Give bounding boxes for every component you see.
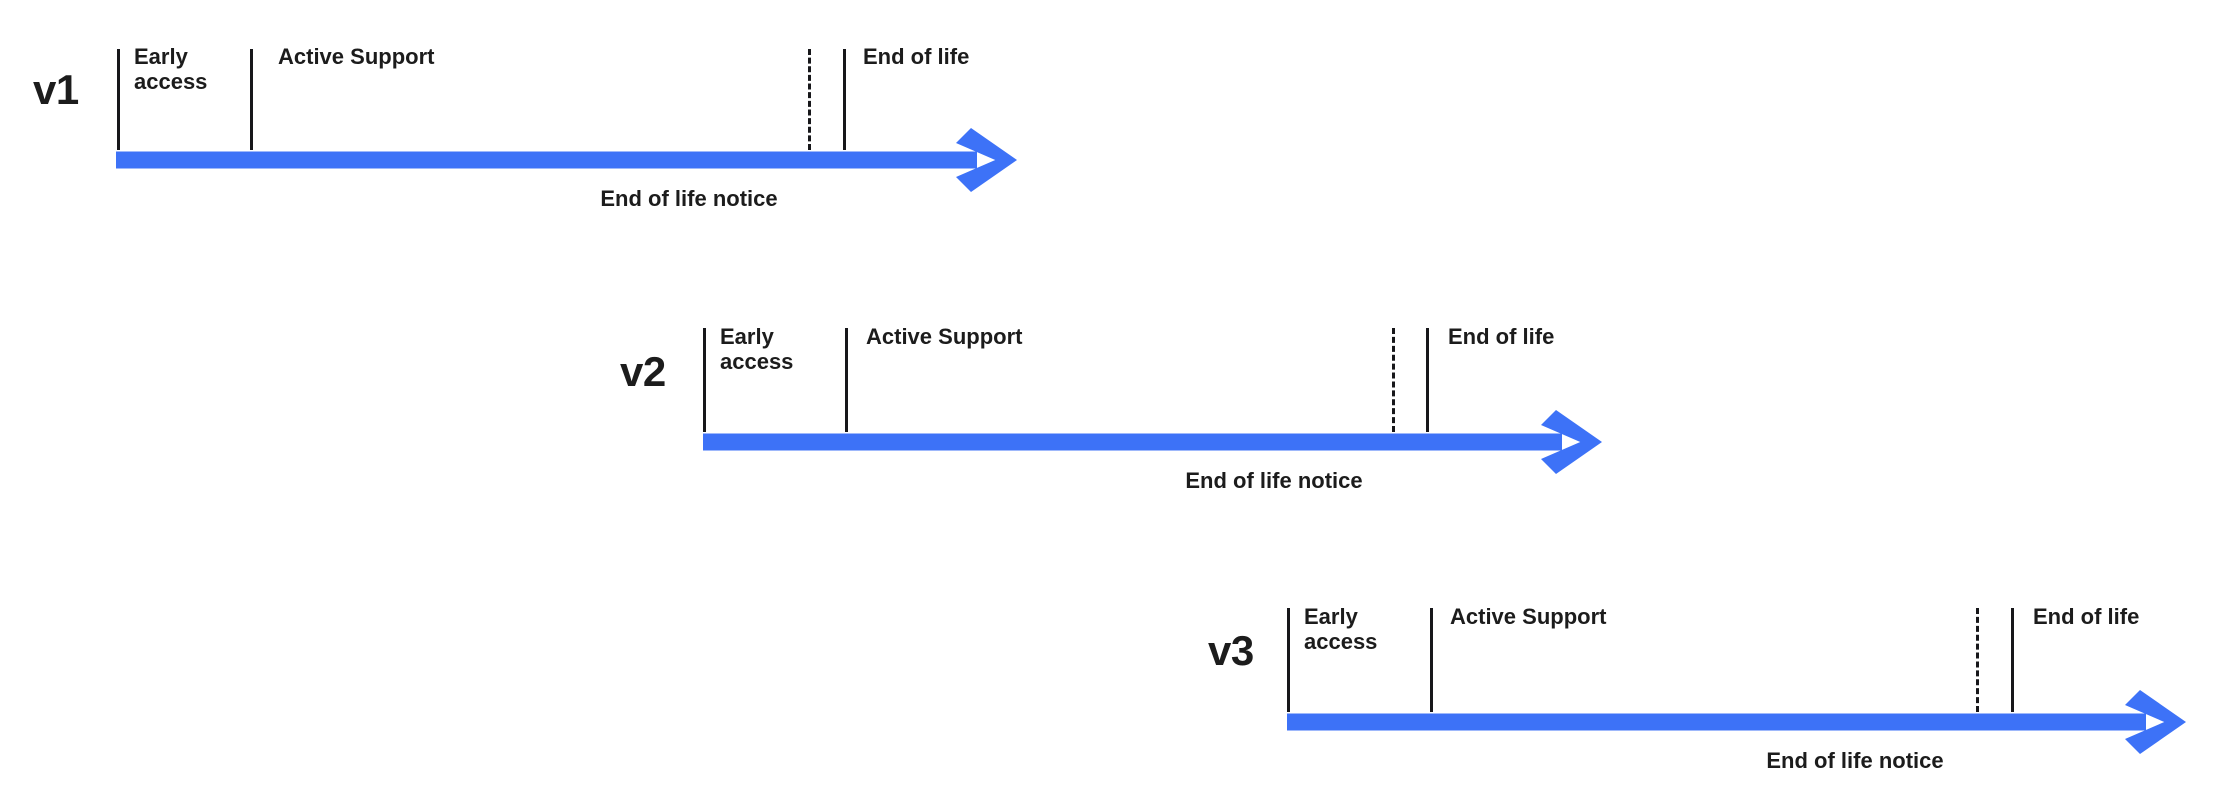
phase-divider-solid — [1287, 608, 1290, 712]
phase-divider-dashed — [1392, 328, 1395, 432]
version-label-v2: v2 — [620, 348, 666, 395]
phase-divider-solid — [843, 49, 846, 150]
version-label-v1: v1 — [33, 66, 79, 113]
end-of-life-notice-caption: End of life notice — [1766, 748, 1944, 773]
phase-label: End of life — [1448, 324, 1555, 349]
arrow-head-icon — [956, 127, 1017, 192]
timeline-shaft — [116, 151, 977, 168]
timeline-arrow-v1 — [116, 127, 1017, 192]
end-of-life-notice-caption: End of life notice — [600, 186, 778, 211]
phase-label: Active Support — [866, 324, 1023, 349]
phase-divider-solid — [1426, 328, 1429, 432]
phase-divider-dashed — [808, 49, 811, 150]
timeline-shaft — [703, 433, 1562, 450]
phase-divider-solid — [117, 49, 120, 150]
timeline-shaft — [1287, 713, 2146, 730]
timeline-arrow-v3 — [1287, 689, 2186, 754]
phase-label: Active Support — [278, 44, 435, 69]
phase-divider-solid — [250, 49, 253, 150]
phase-divider-solid — [703, 328, 706, 432]
timeline-arrow-v2 — [703, 409, 1602, 474]
phase-divider-solid — [2011, 608, 2014, 712]
end-of-life-notice-caption: End of life notice — [1185, 468, 1363, 493]
phase-label: End of life — [2033, 604, 2140, 629]
phase-label: End of life — [863, 44, 970, 69]
arrow-head-icon — [1541, 409, 1602, 474]
phase-divider-solid — [845, 328, 848, 432]
phase-divider-solid — [1430, 608, 1433, 712]
phase-label: Active Support — [1450, 604, 1607, 629]
arrow-head-icon — [2125, 689, 2186, 754]
phase-divider-dashed — [1976, 608, 1979, 712]
phase-label: Early access — [720, 324, 794, 374]
phase-label: Early access — [1304, 604, 1378, 654]
version-label-v3: v3 — [1208, 627, 1254, 674]
phase-label: Early access — [134, 44, 208, 94]
